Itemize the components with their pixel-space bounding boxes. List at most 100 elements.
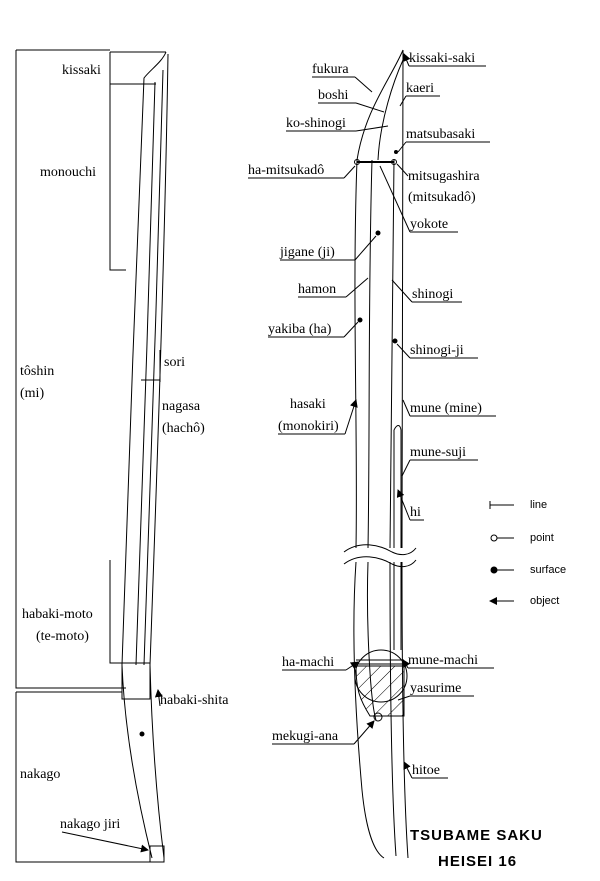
mitsugashira-point: [391, 159, 397, 165]
label-yasurime: yasurime: [410, 681, 461, 696]
label-boshi: boshi: [318, 88, 348, 103]
habaki-box: [121, 662, 151, 700]
label-hamon: hamon: [298, 282, 336, 297]
label-mune: mune (mine): [410, 401, 482, 416]
hitoe-leader: [403, 761, 413, 779]
mune-leader: [402, 399, 411, 417]
mekugi-ana-leader: [353, 720, 375, 745]
shinogi-ji-leader: [396, 343, 411, 359]
label-ko-shinogi: ko-shinogi: [286, 116, 346, 131]
label-monouchi: monouchi: [40, 165, 96, 180]
habaki-moto-bracket: [109, 560, 122, 664]
label-matsubasaki: matsubasaki: [406, 127, 475, 142]
mitsugashira-leader: [396, 163, 409, 177]
label-mune-suji: mune-suji: [410, 445, 466, 460]
ha-machi-leader: [345, 661, 359, 671]
left-blade-inner: [135, 81, 156, 666]
label-hasaki-monokiri: (monokiri): [278, 419, 339, 434]
legend-object-label: object: [530, 595, 559, 607]
hi-groove: [393, 425, 402, 650]
right-blade-edge: [354, 49, 404, 549]
matsubasaki-leader: [397, 141, 407, 153]
nakago-jiri-leader: [61, 831, 149, 853]
mune-machi-leader: [402, 659, 411, 669]
label-nakago: nakago: [20, 767, 60, 782]
ha-mitsukado-point: [354, 159, 360, 165]
left-sword-profile: [15, 49, 169, 863]
nakago-jiri-box: [149, 845, 165, 863]
label-ha-machi: ha-machi: [282, 655, 334, 670]
yasurime-hatch: [355, 665, 405, 717]
label-habaki-moto-te: (te-moto): [36, 629, 89, 644]
yasurime-leader: [397, 695, 411, 701]
mekugi-ana-hole: [373, 712, 383, 722]
jigane-dot: [375, 230, 381, 236]
left-blade-edge: [121, 51, 167, 666]
left-mekugi-ana-dot: [139, 731, 145, 737]
label-ha-mitsukado: ha-mitsukadô: [248, 163, 324, 178]
matsubasaki-dot: [394, 150, 398, 154]
label-habaki-moto: habaki-moto: [22, 607, 93, 622]
label-toshin: tôshin: [20, 364, 54, 379]
label-shinogi-ji: shinogi-ji: [410, 343, 464, 358]
boshi-leader: [355, 102, 385, 113]
habaki-shita-leader: [154, 689, 163, 707]
right-blade-edge-lower: [353, 561, 385, 859]
label-shinogi: shinogi: [412, 287, 453, 302]
label-toshin-mi: (mi): [20, 386, 44, 401]
legend-point-icon: [490, 534, 498, 542]
label-fukura: fukura: [312, 62, 349, 77]
jigane-leader: [354, 235, 377, 261]
break-mark-bottom: [343, 556, 417, 568]
left-shinogi-line: [143, 69, 164, 666]
label-hasaki: hasaki: [290, 397, 326, 412]
mune-suji-leader: [401, 459, 411, 477]
right-boshi-curve: [377, 59, 404, 161]
right-sword-detail: [343, 49, 417, 859]
fukura-leader: [354, 76, 373, 93]
label-kissaki-saki: kissaki-saki: [409, 51, 475, 66]
yakiba-leader: [343, 321, 359, 338]
shinogi-ji-dot: [392, 338, 398, 344]
yakiba-dot: [357, 317, 363, 323]
legend-line-label: line: [530, 499, 547, 511]
label-nakago-jiri: nakago jiri: [60, 817, 120, 832]
hi-leader: [396, 489, 411, 521]
right-blade-back: [401, 49, 409, 859]
kaeri-leader: [399, 95, 407, 107]
right-shinogi-line: [389, 159, 397, 857]
monouchi-bracket: [109, 84, 126, 271]
signature-line-2: HEISEI 16: [438, 853, 517, 870]
ko-shinogi-leader: [355, 125, 389, 132]
label-nagasa-hacho: (hachô): [162, 421, 205, 436]
label-yakiba: yakiba (ha): [268, 322, 332, 337]
shinogi-leader: [391, 279, 413, 303]
label-mekugi-ana: mekugi-ana: [272, 729, 339, 744]
label-yokote: yokote: [410, 217, 448, 232]
nakago-bracket: [15, 691, 150, 863]
break-mark-top: [343, 544, 417, 556]
yokote-leader: [379, 165, 411, 233]
label-hi: hi: [410, 505, 421, 520]
left-nakago-outline: [121, 664, 165, 859]
label-mitsugashira: mitsugashira: [408, 169, 480, 184]
legend-point-label: point: [530, 532, 554, 544]
kissaki-bracket: [109, 51, 166, 85]
legend-surface-icon: [490, 566, 498, 574]
label-kaeri: kaeri: [406, 81, 434, 96]
label-kissaki: kissaki: [62, 63, 101, 78]
legend: line point surface object: [489, 499, 566, 607]
label-habaki-shita: habaki-shita: [160, 693, 229, 708]
hasaki-leader: [344, 399, 358, 435]
ha-mitsukado-leader: [343, 165, 356, 179]
label-sori: sori: [164, 355, 185, 370]
label-mitsugashira-mitsukado: (mitsukadô): [408, 190, 476, 205]
kissaki-saki-leader: [403, 53, 411, 67]
signature-line-1: TSUBAME SAKU: [410, 827, 543, 844]
label-nagasa: nagasa: [162, 399, 201, 414]
toshin-bracket: [15, 49, 126, 689]
hamon-leader: [345, 277, 369, 298]
legend-surface-label: surface: [530, 564, 566, 576]
label-mune-machi: mune-machi: [408, 653, 478, 668]
